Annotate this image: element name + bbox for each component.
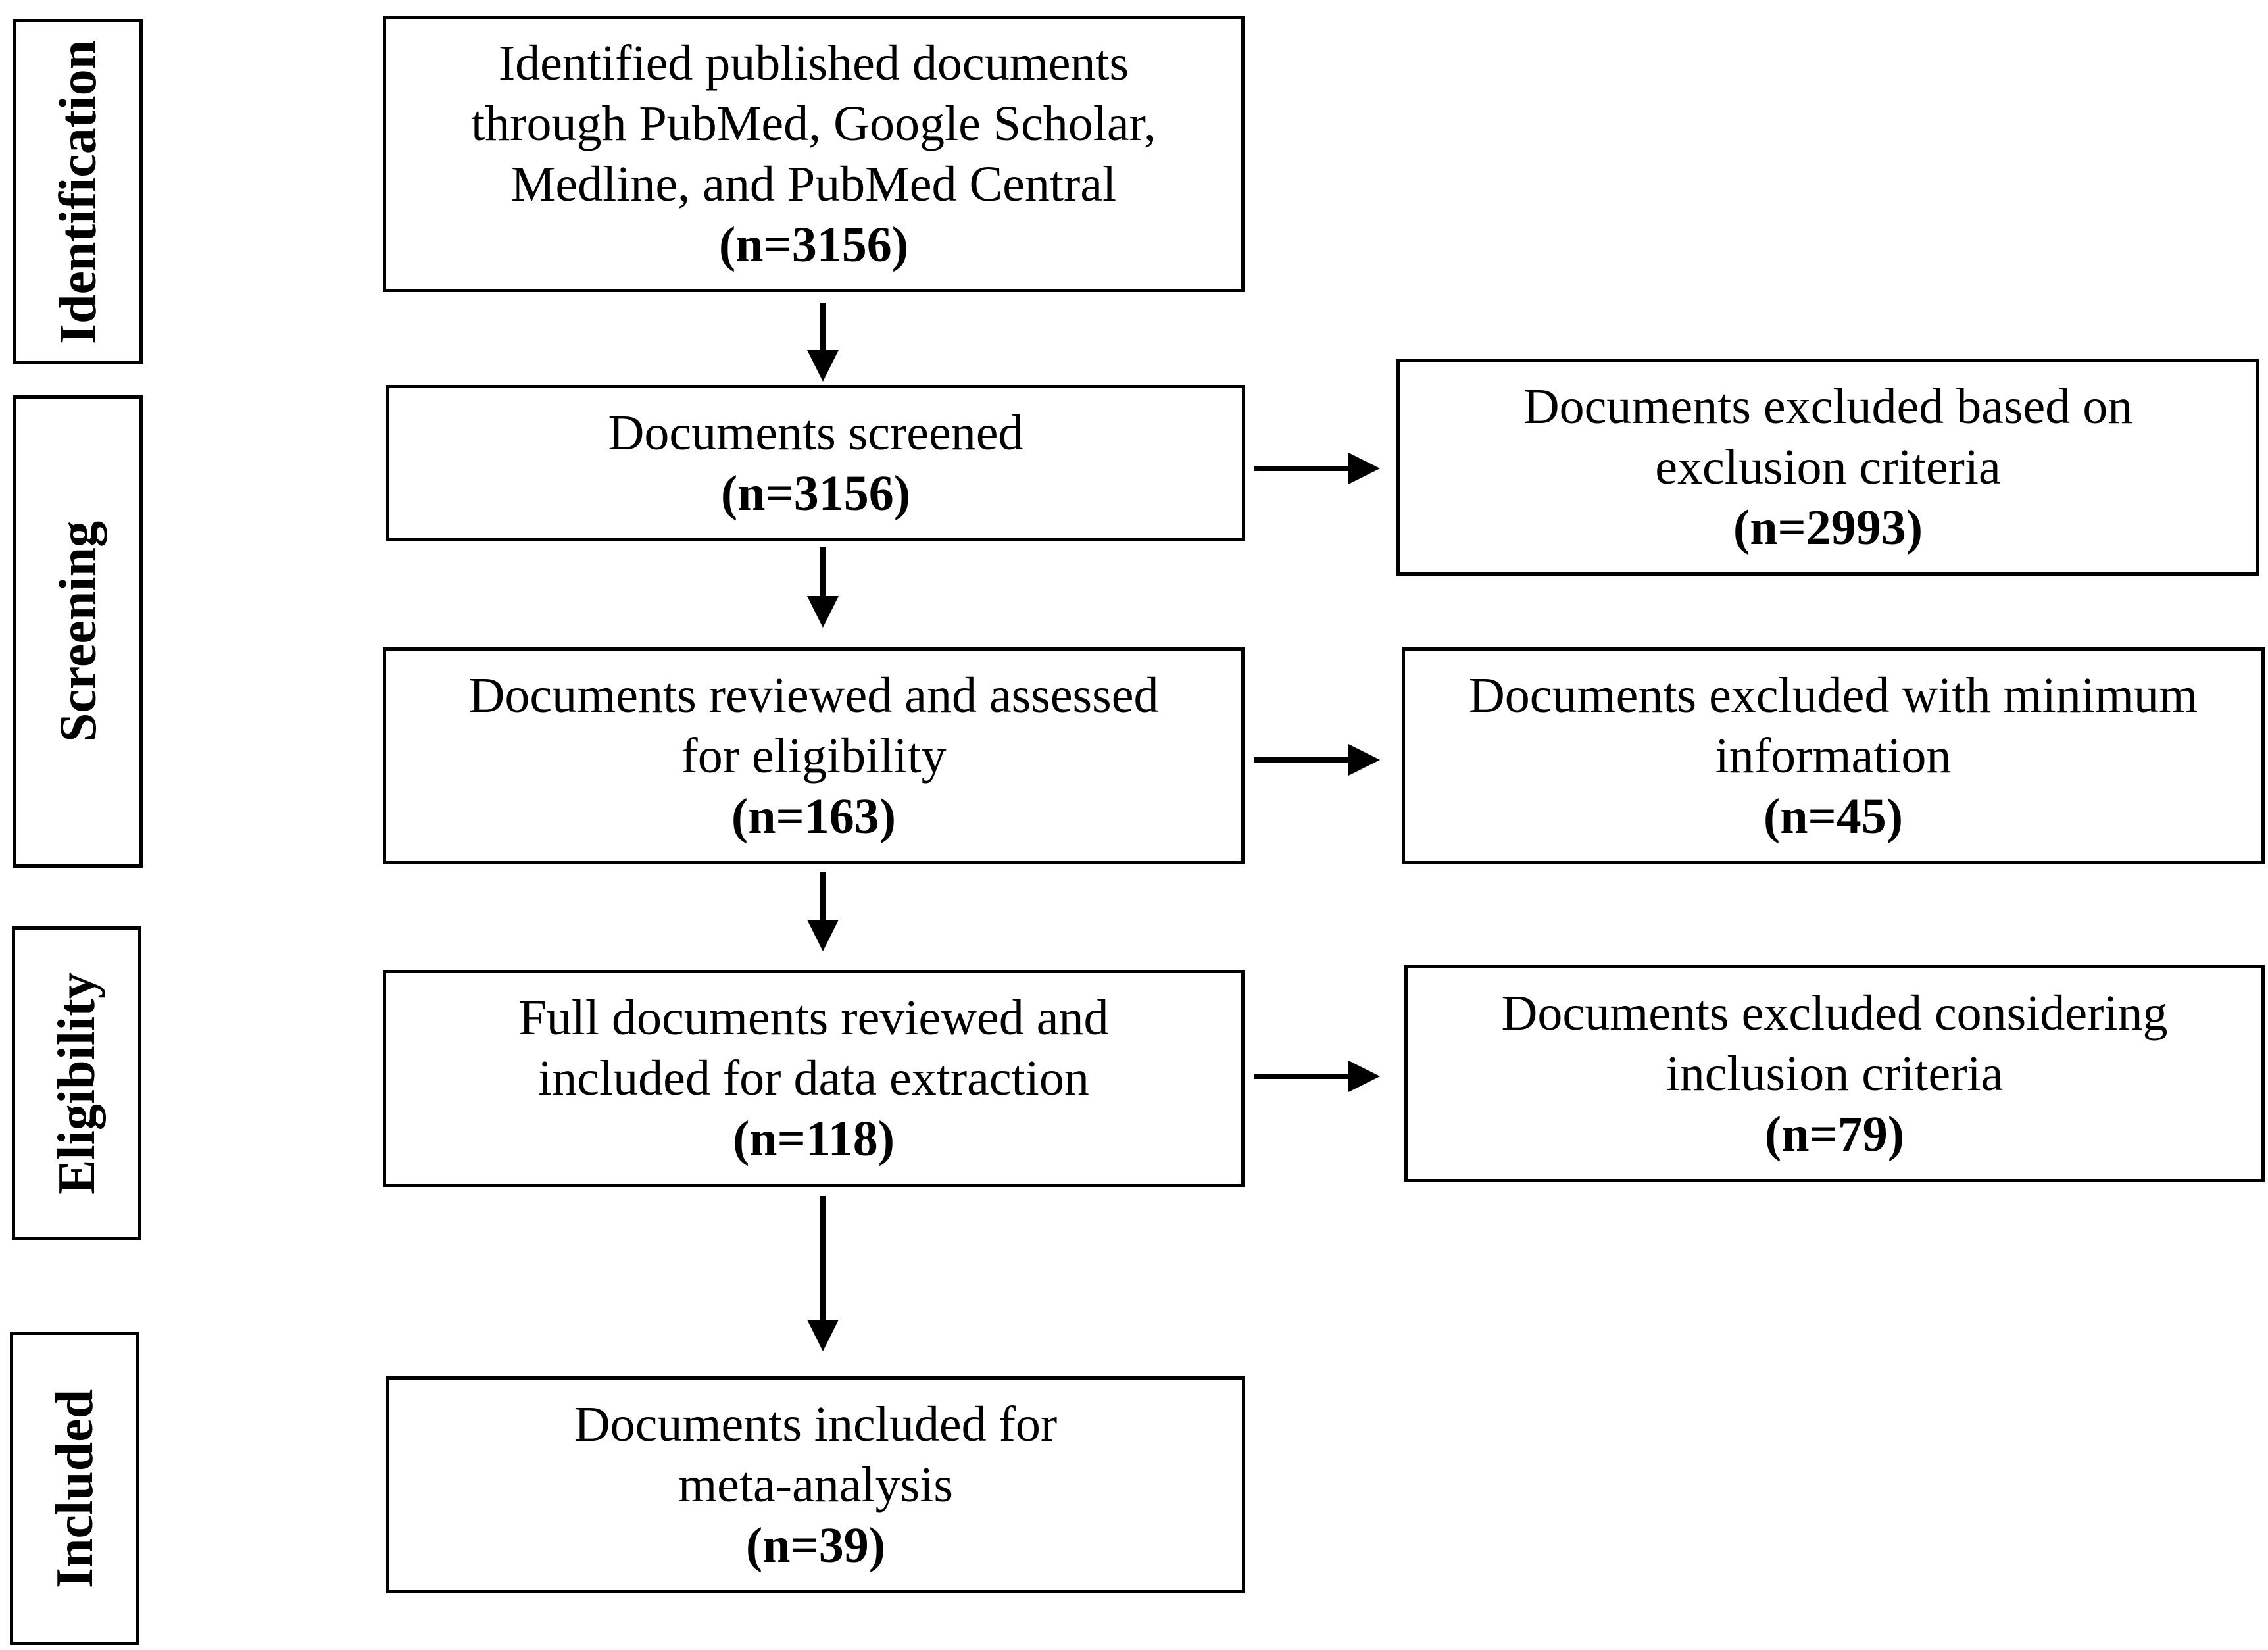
box-text-line: included for data extraction xyxy=(538,1051,1089,1106)
box-text-line: Documents included for xyxy=(574,1397,1058,1452)
box-text-line: exclusion criteria xyxy=(1655,439,2001,495)
box-text-line: Documents screened xyxy=(608,405,1023,461)
box-text-line: meta-analysis xyxy=(678,1457,953,1512)
box-count: (n=79) xyxy=(1764,1107,1905,1162)
box-text-line: inclusion criteria xyxy=(1665,1046,2004,1101)
screened-box: Documents screened (n=3156) xyxy=(386,385,1245,541)
phase-eligibility: Eligibility xyxy=(12,926,141,1240)
box-text-line: Documents excluded based on xyxy=(1523,379,2133,434)
box-text-line: Documents excluded considering xyxy=(1501,986,2168,1041)
box-text-line: Identified published documents xyxy=(498,36,1129,91)
box-text-line: for eligibility xyxy=(681,728,947,784)
box-count: (n=2993) xyxy=(1733,500,1923,555)
phase-identification-label: Identification xyxy=(49,39,107,344)
box-text-line: Full documents reviewed and xyxy=(518,990,1109,1045)
box-text-line: Documents reviewed and assessed xyxy=(468,668,1159,723)
identified-box: Identified published documents through P… xyxy=(383,16,1245,292)
box-text-line: information xyxy=(1715,728,1952,784)
reviewed-box: Documents reviewed and assessed for elig… xyxy=(383,647,1245,864)
box-text-line: through PubMed, Google Scholar, xyxy=(471,96,1156,151)
phase-identification: Identification xyxy=(13,19,143,364)
excluded-inclusion-box: Documents excluded considering inclusion… xyxy=(1404,965,2265,1182)
box-count: (n=118) xyxy=(733,1111,895,1166)
phase-included-label: Included xyxy=(45,1389,104,1588)
meta-analysis-box: Documents included for meta-analysis (n=… xyxy=(386,1376,1245,1593)
box-count: (n=163) xyxy=(731,789,897,844)
box-text-line: Documents excluded with minimum xyxy=(1468,668,2198,723)
box-text-line: Medline, and PubMed Central xyxy=(510,157,1117,212)
box-count: (n=39) xyxy=(745,1518,886,1573)
phase-eligibility-label: Eligibility xyxy=(47,972,106,1195)
excluded-criteria-box: Documents excluded based on exclusion cr… xyxy=(1396,359,2259,576)
box-count: (n=3156) xyxy=(720,466,911,521)
excluded-minimum-box: Documents excluded with minimum informat… xyxy=(1402,647,2265,864)
phase-screening-label: Screening xyxy=(49,520,107,743)
phase-included: Included xyxy=(10,1332,139,1645)
box-count: (n=3156) xyxy=(718,217,909,272)
phase-screening: Screening xyxy=(13,395,143,868)
full-reviewed-box: Full documents reviewed and included for… xyxy=(383,970,1245,1187)
box-count: (n=45) xyxy=(1763,789,1904,844)
